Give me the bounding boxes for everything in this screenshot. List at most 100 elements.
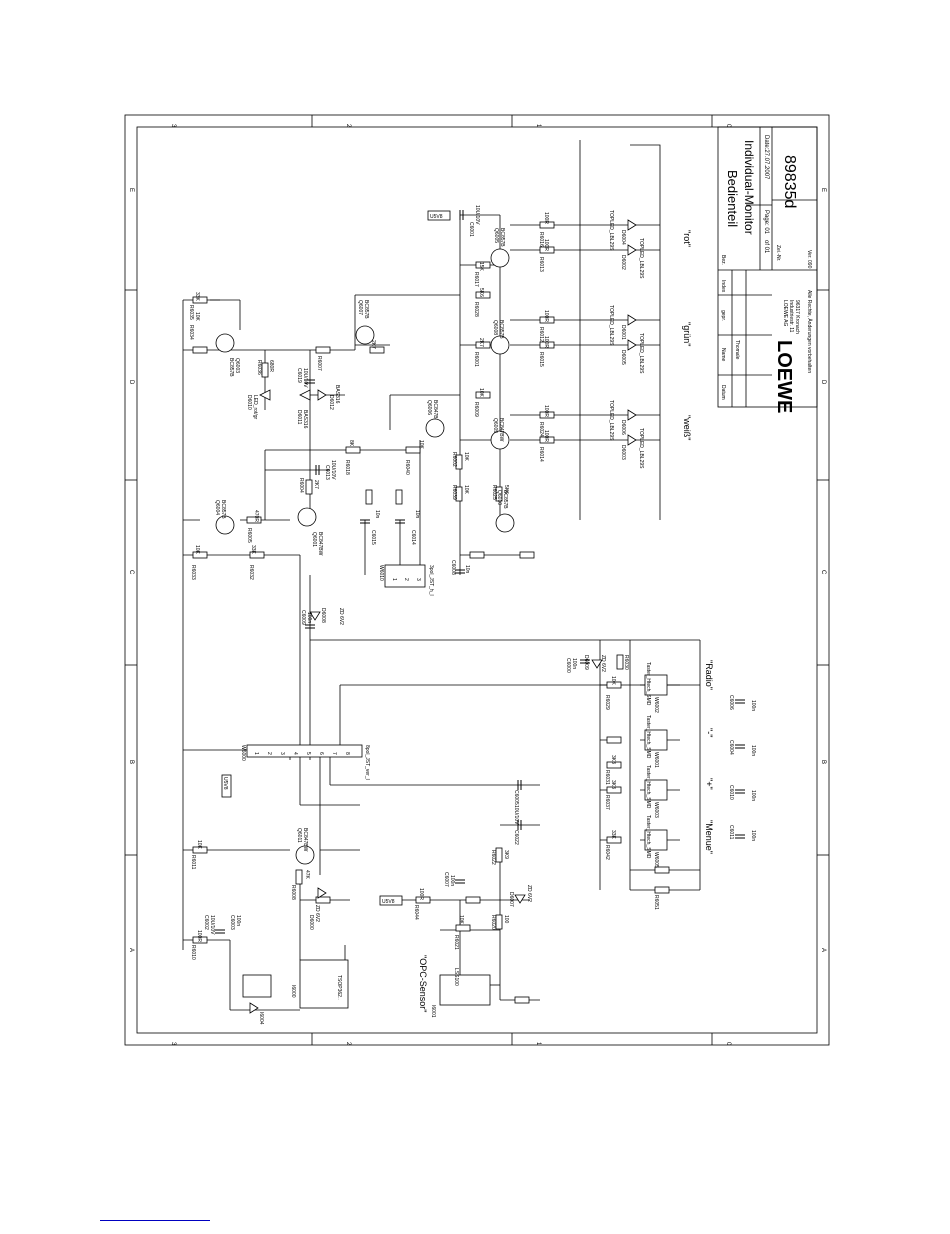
r6044-val: 100R xyxy=(418,888,424,900)
d6008-ref: D6008 xyxy=(320,608,326,623)
c6008-ref: C6008 xyxy=(450,560,456,575)
d6009-type: ZD 6V2 xyxy=(600,655,606,672)
rights-note: Alle Rechte, Änderungen vorbehalten xyxy=(806,290,813,373)
r6016-val: 100R xyxy=(543,212,549,224)
name-value: Thomale xyxy=(734,340,740,360)
r6018-ref: R6018 xyxy=(344,460,350,475)
q6011-ref: Q6011 xyxy=(296,828,302,843)
r6036-ref: R6036 xyxy=(256,360,262,375)
connector-w6010 xyxy=(384,564,426,588)
title-block xyxy=(717,126,818,408)
company-line-3: 96317 Kronach xyxy=(794,300,800,334)
zone-left-E: E xyxy=(128,188,134,192)
zone-right-E: E xyxy=(820,188,826,192)
c6000-ref: C6000 xyxy=(565,658,571,673)
inner-frame xyxy=(136,126,818,1034)
component-labels: Q6003 BC857B Q6004 BC857B Q6001 BC847BW … xyxy=(188,205,756,1025)
d6004-type: TOPLED_LBL29S xyxy=(608,210,614,251)
group-labels: "rot" "grün" "weiß" "Radio" "-" "+" "Men… xyxy=(418,230,714,1012)
r6009-ref: R6009 xyxy=(473,402,479,417)
c6015-ref: C6015 xyxy=(370,530,376,545)
r6031-ref: R6031 xyxy=(604,770,610,785)
q6003-ref: Q6003 xyxy=(234,358,240,373)
d6006-ref: D6006 xyxy=(620,420,626,435)
c6014-ref: C6014 xyxy=(410,530,416,545)
zone-bottom-2: 2 xyxy=(345,1042,351,1046)
q6003-type: BC857B xyxy=(228,358,234,377)
r6001-ref: R6001 xyxy=(473,352,479,367)
d6001-ref: D6001 xyxy=(620,325,626,340)
r6017-ref: R6017 xyxy=(473,272,479,287)
i6001-type: LSS100 xyxy=(453,968,459,986)
r6024-val: 100R xyxy=(543,405,549,417)
col-gepr: gepr. xyxy=(720,310,726,321)
r6024-ref: R6024 xyxy=(538,422,544,437)
r6017-val: 15K xyxy=(478,262,484,272)
r6040-ref: R6040 xyxy=(404,460,410,475)
r6015-ref: R6015 xyxy=(538,352,544,367)
col-name: Name xyxy=(720,348,726,362)
r6011-ref: R6011 xyxy=(190,855,196,870)
d6012-type: BAS316 xyxy=(334,385,340,404)
c6004-ref: C6004 xyxy=(728,740,734,755)
r6020-val: 100 xyxy=(503,915,509,924)
r6002-ref: R6002 xyxy=(451,452,457,467)
d6008-type: ZD 6V2 xyxy=(338,608,344,625)
r6014-ref: R6014 xyxy=(538,447,544,462)
c6000-val: 100n xyxy=(571,658,577,669)
company-line-1: LOEWE AG xyxy=(782,300,788,327)
r6025-val: 5K6 xyxy=(503,485,509,494)
net-u5v8-opc: U5V8 xyxy=(382,899,395,905)
c6007-ref: C6007 xyxy=(443,872,449,887)
switch-w6001 xyxy=(644,729,668,751)
r6005-ref: R6005 xyxy=(246,528,252,543)
r6029-ref: R6029 xyxy=(604,695,610,710)
net-flag-u5v8-opc xyxy=(379,895,403,906)
r6044-ref: R6044 xyxy=(413,905,419,920)
r6025-ref: R6025 xyxy=(491,485,497,500)
w6005-ref: W6005 xyxy=(653,852,659,868)
r6004-val: 2K7 xyxy=(313,480,319,489)
q6011-type: BC847BW xyxy=(302,828,308,852)
i6000-type: TSOP362.. xyxy=(336,975,342,1000)
net-flag-u5v8-w6000 xyxy=(221,774,232,798)
label-plus: "+" xyxy=(704,778,714,790)
title-date: Date:27.07.2007 xyxy=(763,135,769,180)
title-of: of 01 xyxy=(763,240,769,254)
w6000-pin-4: 4 xyxy=(292,752,298,755)
r6011-val: 10K xyxy=(196,840,202,850)
r6037-ref: R6037 xyxy=(604,795,610,810)
r6012-val: 100R xyxy=(543,310,549,322)
r6021-ref: R6021 xyxy=(453,935,459,950)
q6010-type: BC857B xyxy=(502,490,508,509)
w6010-pin-1: 1 xyxy=(391,578,397,581)
w6002-ref: W6002 xyxy=(653,697,659,713)
d6010-type: LED_rot/gr xyxy=(252,395,258,420)
zone-bottom-0: 0 xyxy=(725,1042,731,1046)
net-flag-u5v8-top xyxy=(427,210,451,221)
r6020-ref: R6020 xyxy=(490,915,496,930)
i6004-ref: I6004 xyxy=(258,1012,264,1025)
d6007-ref: D6007 xyxy=(508,892,514,907)
r6033-ref: R6033 xyxy=(190,565,196,580)
d6012-ref: D6012 xyxy=(328,395,334,410)
r6001-val: 2K7 xyxy=(478,338,484,347)
r6012-ref: R6012 xyxy=(538,327,544,342)
r6028-val: 5K6 xyxy=(478,288,484,297)
d6007-type: ZD 6V2 xyxy=(526,885,532,902)
w6000-pin-6: 6 xyxy=(318,752,324,755)
footer-link-underline xyxy=(100,1220,210,1221)
switch-w6005 xyxy=(644,829,668,851)
title-ver: Ver. 090 xyxy=(806,250,812,269)
c6002-val: 10U/10V xyxy=(209,915,215,935)
q6005-type: BC857B xyxy=(499,228,505,247)
title-line-1: Bedienteil xyxy=(725,170,740,227)
w6010-pin-3: 3 xyxy=(415,578,421,581)
r6009-val: 10K xyxy=(478,388,484,398)
col-bez: Bez. xyxy=(720,255,726,265)
label-rot: "rot" xyxy=(682,230,692,247)
connector-w6000 xyxy=(246,744,363,758)
ic-i6004 xyxy=(242,974,272,998)
r6013-ref: R6013 xyxy=(538,257,544,272)
